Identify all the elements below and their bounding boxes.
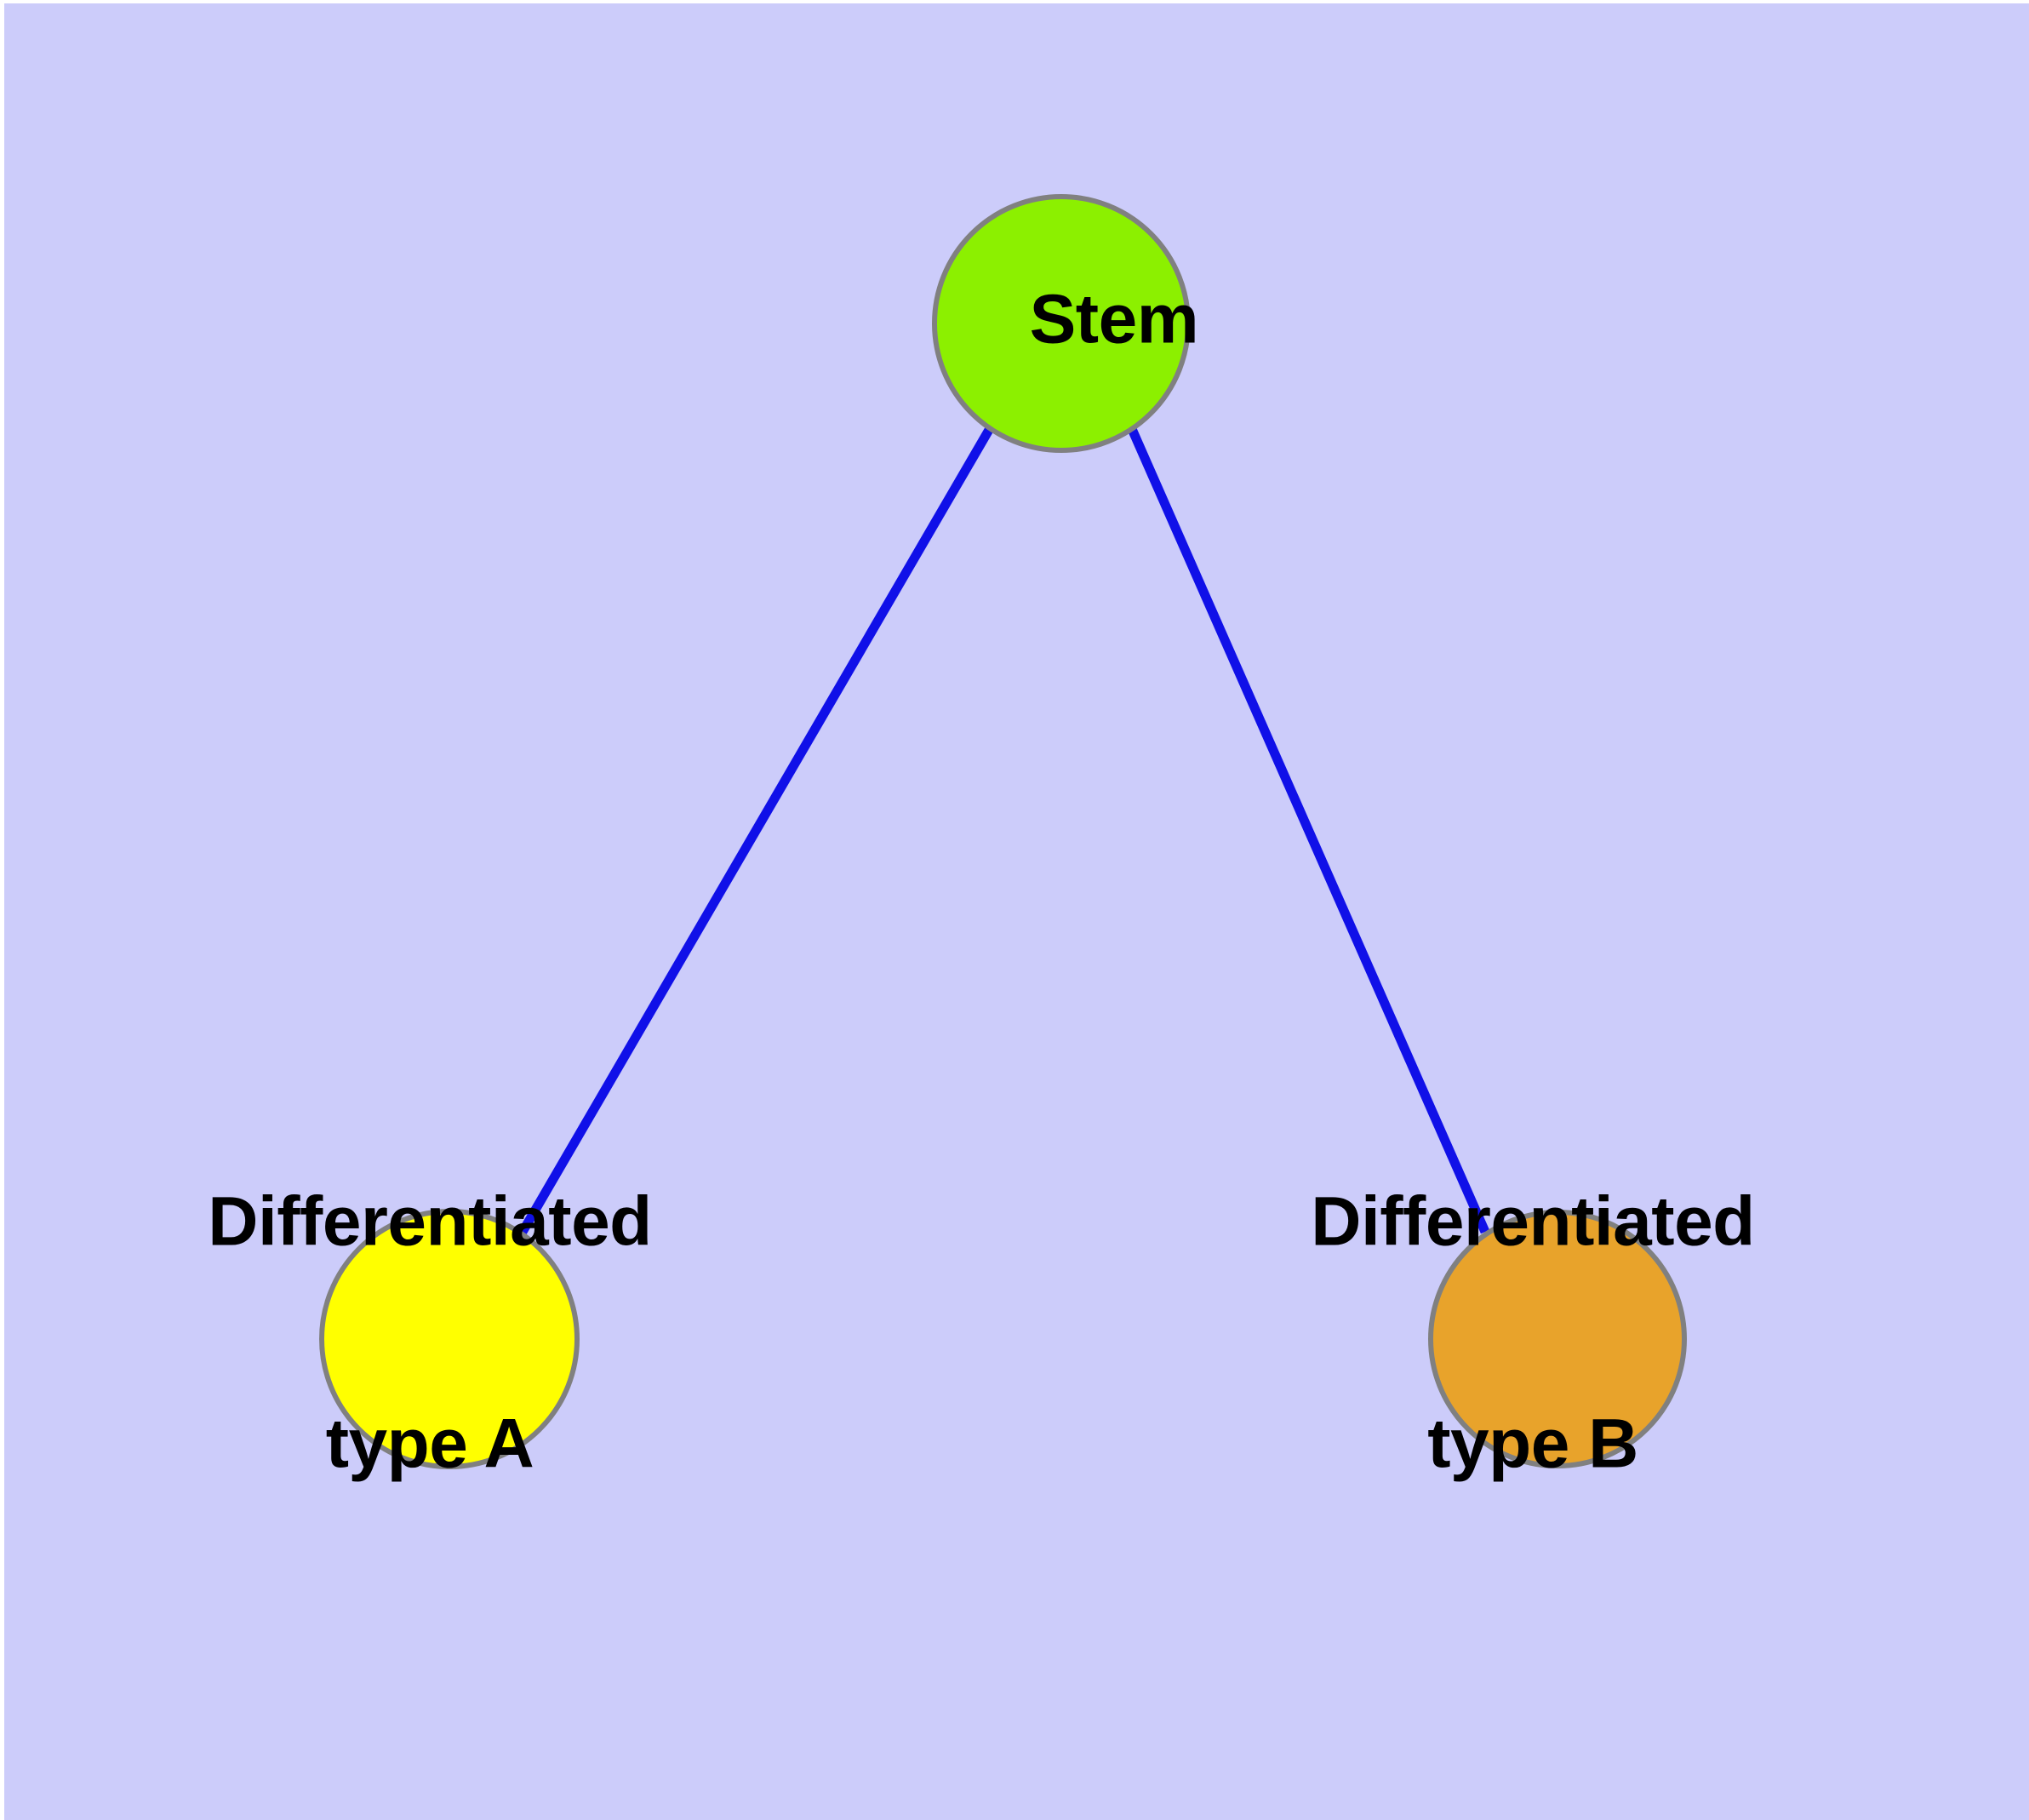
edges-layer xyxy=(518,426,1490,1234)
node-circle-differentiated-type-a[interactable] xyxy=(319,1209,580,1469)
edge-stem-to-differentiated-type-b xyxy=(1127,426,1490,1234)
edge-stem-to-differentiated-type-a xyxy=(518,427,993,1234)
diagram-plot-area: Stem Differentiated type A Differentiate… xyxy=(4,3,2029,1820)
node-circle-differentiated-type-b[interactable] xyxy=(1428,1210,1687,1468)
nodes-layer xyxy=(319,194,1687,1469)
graph-svg xyxy=(319,194,1687,1469)
node-circle-stem[interactable] xyxy=(932,194,1191,453)
